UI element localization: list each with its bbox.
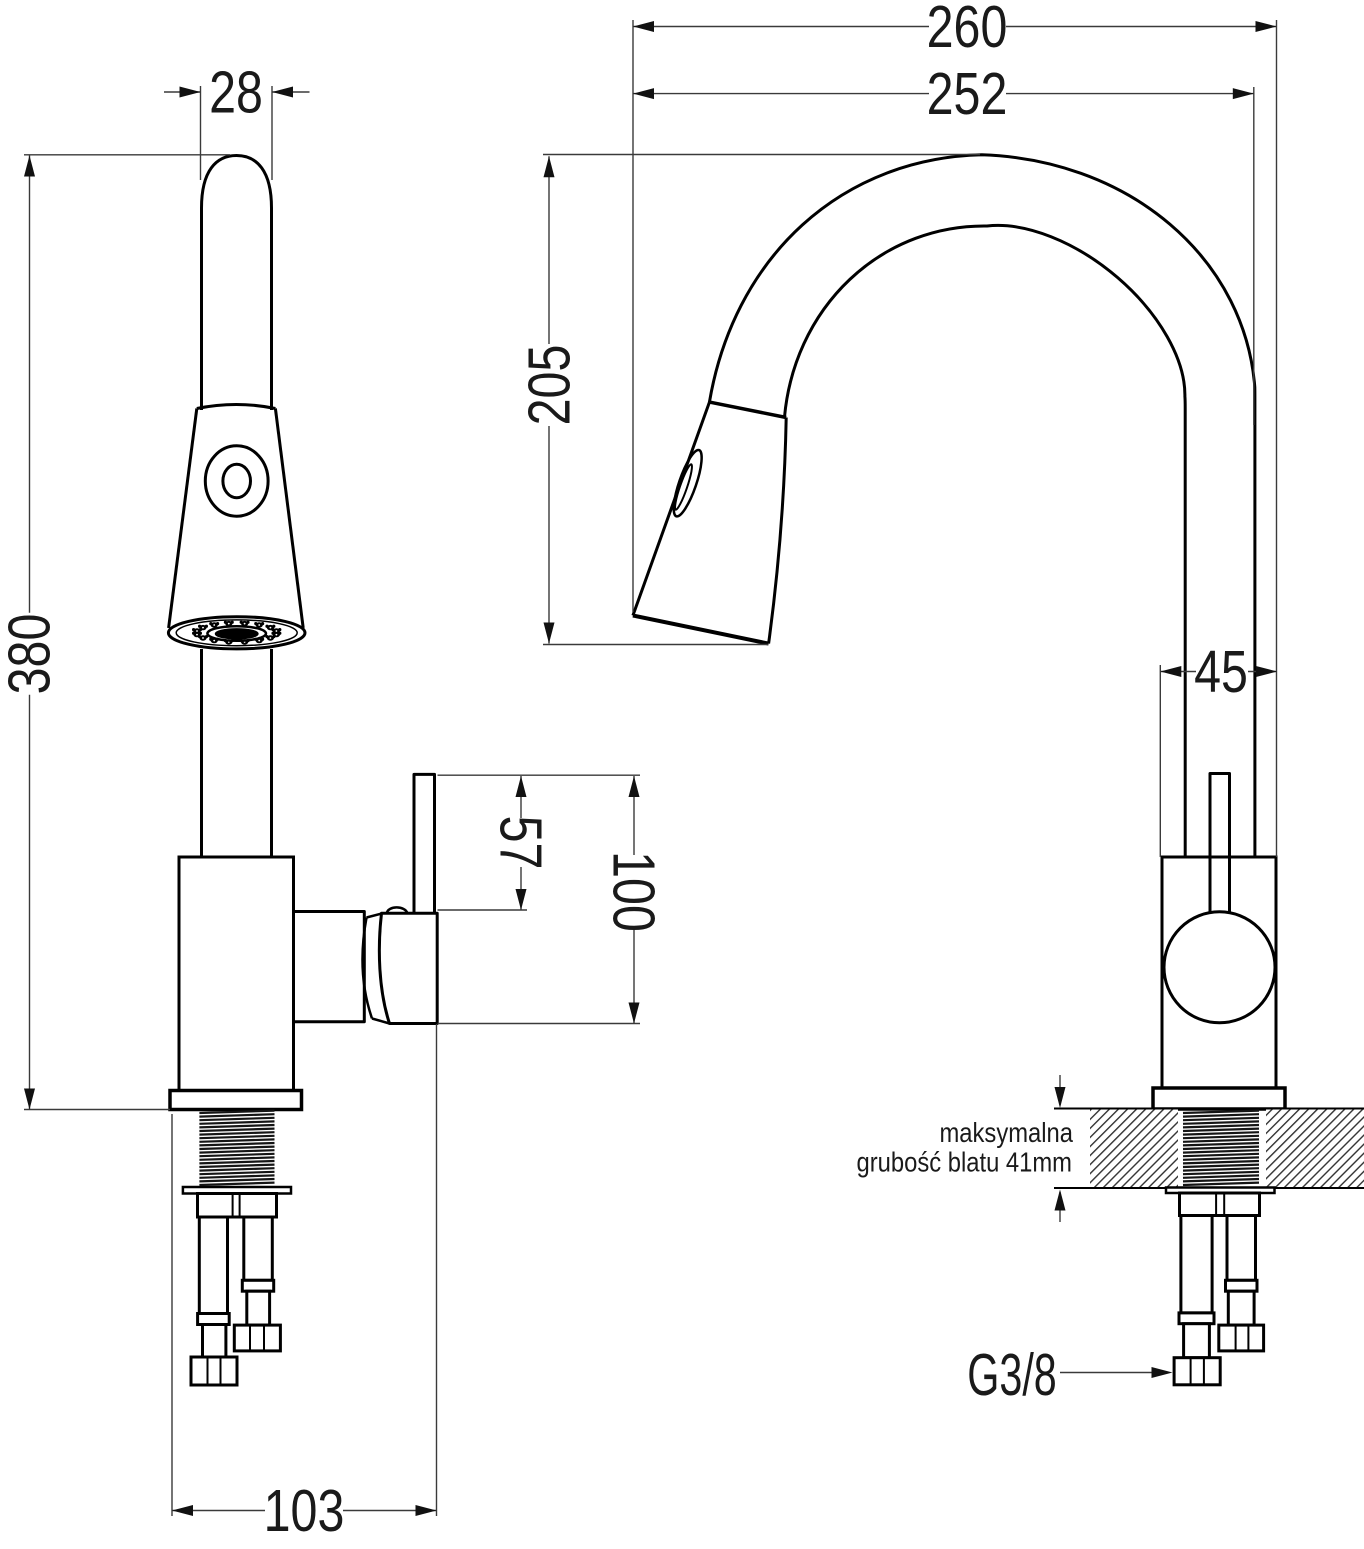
svg-text:maksymalna: maksymalna: [939, 1116, 1073, 1148]
svg-text:205: 205: [517, 345, 583, 426]
svg-text:100: 100: [601, 851, 667, 932]
svg-text:28: 28: [209, 60, 263, 126]
svg-text:57: 57: [488, 816, 554, 870]
svg-text:grubość blatu 41mm: grubość blatu 41mm: [857, 1146, 1072, 1178]
svg-text:260: 260: [927, 0, 1008, 60]
svg-text:252: 252: [927, 61, 1008, 127]
svg-text:45: 45: [1194, 639, 1248, 705]
svg-text:G3/8: G3/8: [967, 1342, 1057, 1408]
svg-text:380: 380: [0, 614, 62, 695]
svg-text:103: 103: [264, 1478, 345, 1544]
